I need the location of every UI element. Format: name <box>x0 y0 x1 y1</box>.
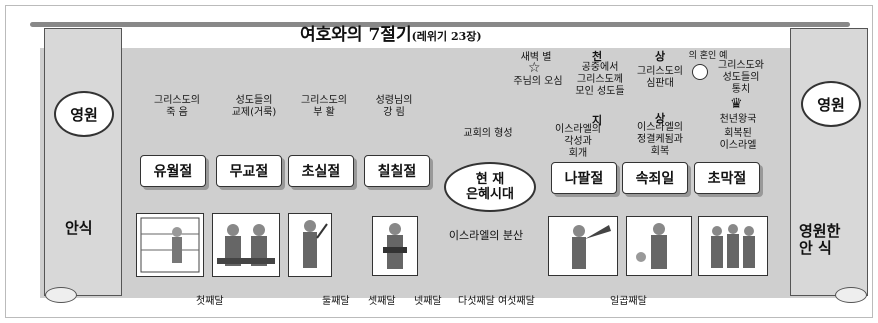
label-saints-in-air: 공중에서 그리스도께 모인 성도들 <box>575 62 625 97</box>
feast-unleavened-bread: 무교절 <box>216 155 282 187</box>
eternal-rest-line1: 영원한 <box>799 222 841 240</box>
trumpets-illustration <box>548 216 618 276</box>
feast-atonement: 속죄일 <box>622 162 688 194</box>
label-israel-awakening: 이스라엘의 각성과 회개 <box>555 124 601 159</box>
scroll-rod <box>30 22 850 27</box>
feast-weeks-label: 칠칠절 <box>377 164 417 180</box>
feast-atonement-label: 속죄일 <box>635 171 675 187</box>
feast-trumpets-label: 나팔절 <box>564 171 604 187</box>
feast-firstfruits: 초실절 <box>288 155 354 187</box>
atonement-illustration <box>626 216 692 276</box>
label-morning-star: 새벽 별 <box>520 52 552 63</box>
feast-trumpets: 나팔절 <box>551 162 617 194</box>
month-first: 첫째달 <box>196 296 224 307</box>
feast-passover: 유월절 <box>140 155 206 187</box>
present-grace-era: 현 재 은혜시대 <box>444 162 536 212</box>
month-fifth-sixth: 다섯째달 여섯째달 <box>458 296 535 307</box>
label-christ-resurrection: 그리스도의 부 활 <box>301 95 347 118</box>
month-seventh: 일곱째달 <box>610 296 647 307</box>
label-sang-2: 상 <box>655 112 666 125</box>
present-era-line1: 현 재 <box>475 172 505 187</box>
rest-label-left: 안식 <box>65 219 93 237</box>
label-judgment-seat: 그리스도의 심판대 <box>637 66 683 89</box>
label-saints-fellowship: 성도들의 교제(거룩) <box>231 95 277 118</box>
present-era-line2: 은혜시대 <box>466 187 514 202</box>
label-christ-death: 그리스도의 죽 음 <box>154 95 200 118</box>
crown-icon: ♛ <box>730 96 743 112</box>
label-israel-dispersion: 이스라엘의 분산 <box>448 229 524 242</box>
eternity-oval-left: 영원 <box>54 91 114 137</box>
feast-unleavened-label: 무교절 <box>229 164 269 180</box>
feast-weeks: 칠칠절 <box>364 155 430 187</box>
feast-firstfruits-label: 초실절 <box>301 164 341 180</box>
label-millennial-kingdom: 천년왕국 <box>719 114 757 125</box>
eternal-rest-line2: 안 식 <box>799 239 832 257</box>
weeks-illustration <box>372 216 418 276</box>
label-cheon: 천 <box>592 50 603 63</box>
eternity-label-left: 영원 <box>70 105 98 124</box>
label-wedding-feast: 의 혼인 예 <box>688 51 728 61</box>
scroll-curl-left <box>45 287 77 303</box>
title-reference: (레위기 23장) <box>411 30 482 43</box>
right-scroll: 영원 영원한 안 식 <box>790 28 868 303</box>
eternity-label-right: 영원 <box>817 95 845 114</box>
label-sang-1: 상 <box>655 50 666 63</box>
feast-tabernacles-label: 초막절 <box>707 171 747 187</box>
month-second: 둘째달 <box>322 296 350 307</box>
label-church-formation: 교회의 형성 <box>463 128 513 139</box>
label-ji: 지 <box>592 114 603 127</box>
title-main: 여호와의 7절기 <box>300 25 412 45</box>
feast-tabernacles: 초막절 <box>694 162 760 194</box>
left-scroll: 영원 안식 <box>44 28 122 303</box>
label-restored-israel: 회복된 이스라엘 <box>719 128 757 151</box>
eternal-rest-label: 영원한 안 식 <box>799 223 840 257</box>
month-third: 셋째달 <box>368 296 396 307</box>
eternity-oval-right: 영원 <box>801 81 861 127</box>
label-spirit-descent: 성령님의 강 림 <box>375 95 413 118</box>
label-lord-coming: 주님의 오심 <box>513 76 563 87</box>
month-fourth: 넷째달 <box>414 296 442 307</box>
unleavened-bread-illustration <box>212 213 280 277</box>
feast-passover-label: 유월절 <box>153 164 193 180</box>
label-christ-saints-reign: 그리스도와 성도들의 통치 <box>718 60 764 95</box>
diagram-frame <box>5 5 873 318</box>
tabernacles-illustration <box>698 216 768 276</box>
firstfruits-illustration <box>288 213 332 277</box>
scroll-curl-right <box>835 287 867 303</box>
passover-illustration <box>136 213 204 277</box>
ring-icon <box>692 64 708 80</box>
star-icon: ☆ <box>528 60 541 76</box>
label-israel-cleansing: 이스라엘의 정결케됨과 회복 <box>637 122 683 157</box>
diagram-title: 여호와의 7절기(레위기 23장) <box>300 20 482 45</box>
